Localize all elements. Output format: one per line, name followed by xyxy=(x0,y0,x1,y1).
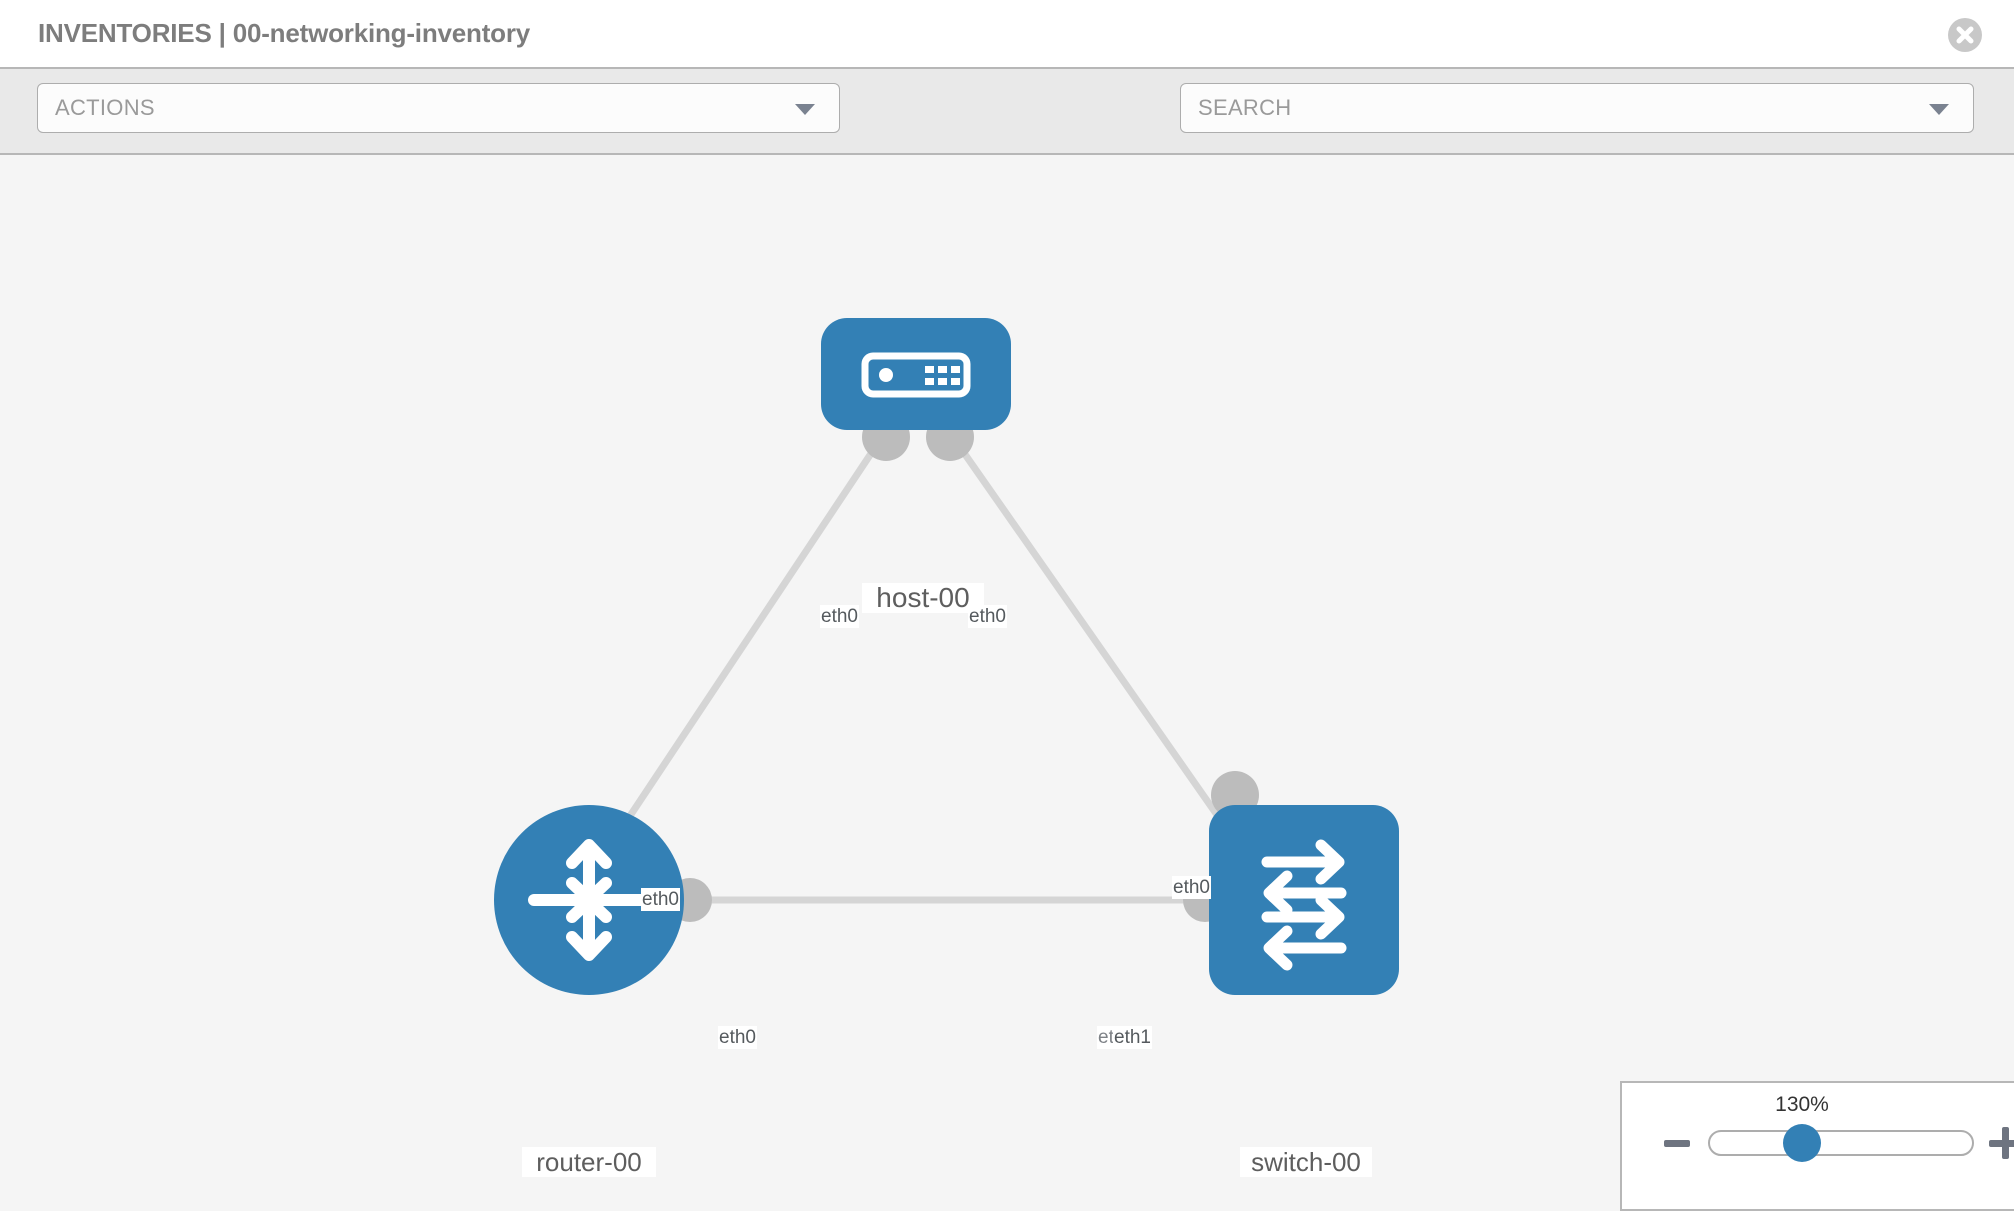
router-arrows-icon xyxy=(528,839,650,961)
node-label-host-00: host-00 xyxy=(862,583,984,613)
server-device-icon xyxy=(861,352,971,398)
node-host-shape xyxy=(821,318,1011,430)
topology-links xyxy=(601,413,1259,922)
node-host-00[interactable] xyxy=(821,318,1011,430)
zoom-out-button[interactable] xyxy=(1664,1140,1690,1147)
actions-dropdown-label: ACTIONS xyxy=(55,95,155,120)
node-switch-shape xyxy=(1209,805,1399,995)
node-label-switch-00: switch-00 xyxy=(1240,1147,1372,1177)
zoom-slider-handle[interactable] xyxy=(1783,1124,1821,1162)
search-input[interactable]: SEARCH xyxy=(1180,83,1974,133)
iface-label-switch-up: eth0 xyxy=(1172,876,1211,899)
chevron-down-icon[interactable] xyxy=(1929,104,1949,115)
zoom-level-label: 130% xyxy=(1775,1093,1829,1116)
link-group xyxy=(601,437,1248,904)
node-switch-00[interactable] xyxy=(1209,805,1399,995)
iface-label-host-right: eth0 xyxy=(968,605,1007,628)
iface-label-switch-left: eth1 xyxy=(1113,1026,1152,1049)
port-group xyxy=(668,413,1259,922)
zoom-slider-track[interactable] xyxy=(1708,1130,1974,1156)
zoom-in-button[interactable] xyxy=(1989,1127,2014,1159)
link-host-router[interactable] xyxy=(601,438,883,857)
page-title: INVENTORIES | 00-networking-inventory xyxy=(38,18,531,48)
iface-label-router-up: eth0 xyxy=(641,888,680,911)
zoom-control-panel[interactable]: 130% xyxy=(1620,1081,2014,1211)
link-host-switch[interactable] xyxy=(952,437,1248,858)
window-header: INVENTORIES | 00-networking-inventory xyxy=(0,0,2014,69)
topology-canvas[interactable]: eth0 host-00 eth0 router-00 eth0 eth0 xyxy=(0,155,2014,1200)
close-circle-glyph xyxy=(1948,18,1982,52)
node-label-router-00: router-00 xyxy=(522,1147,656,1177)
toolbar: ACTIONS SEARCH xyxy=(0,69,2014,194)
search-placeholder: SEARCH xyxy=(1198,95,1292,120)
iface-label-host-left: eth0 xyxy=(820,605,859,628)
close-icon[interactable] xyxy=(1944,14,1986,56)
chevron-down-icon xyxy=(795,104,815,115)
actions-dropdown[interactable]: ACTIONS xyxy=(37,83,840,133)
iface-label-router-right: eth0 xyxy=(718,1026,757,1049)
switch-arrows-icon xyxy=(1261,839,1347,971)
